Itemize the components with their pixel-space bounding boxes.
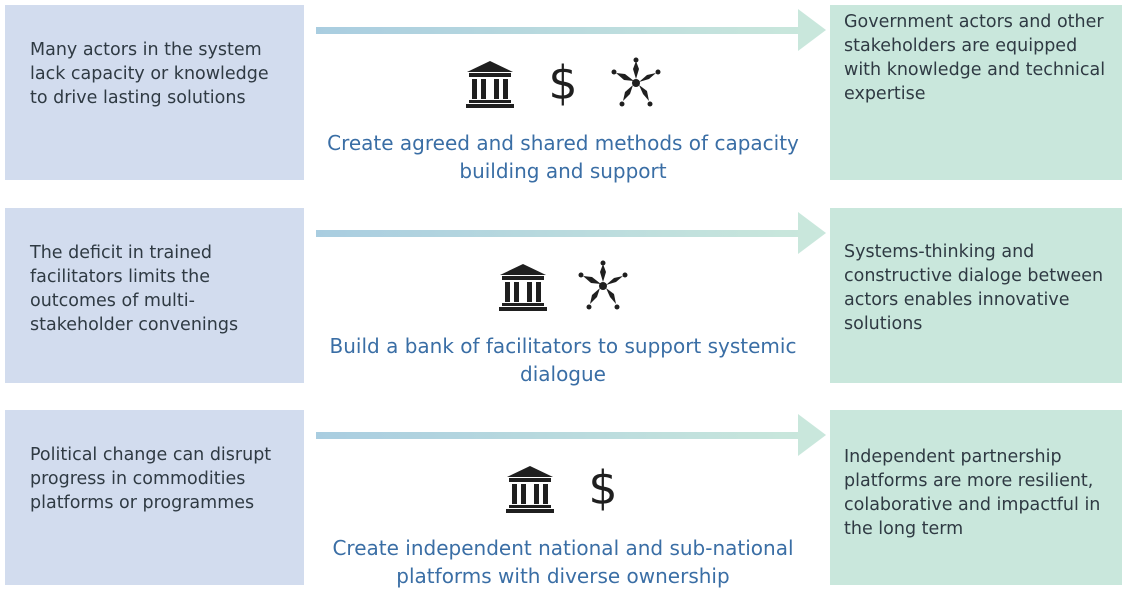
icon-group: $ — [318, 460, 808, 516]
dollar-icon: $ — [548, 56, 578, 110]
arrow-connector — [316, 212, 826, 254]
action-text: Create independent national and sub-nati… — [332, 536, 794, 588]
pathway-row-1: Many actors in the system lack capacity … — [0, 5, 1124, 183]
problem-text: The deficit in trained facilitators limi… — [30, 243, 239, 335]
institution-icon — [505, 462, 555, 514]
outcome-text: Government actors and other stakeholders… — [844, 12, 1106, 104]
problem-text: Political change can disrupt progress in… — [30, 445, 272, 513]
action-text: Build a bank of facilitators to support … — [329, 334, 797, 386]
outcome-box: Systems-thinking and constructive dialog… — [830, 208, 1122, 383]
hands-collaboration-icon — [578, 260, 628, 312]
dollar-icon: $ — [588, 461, 618, 515]
hands-collaboration-icon — [611, 57, 661, 109]
problem-text: Many actors in the system lack capacity … — [30, 40, 269, 108]
outcome-text: Independent partnership platforms are mo… — [844, 447, 1101, 539]
outcome-box: Independent partnership platforms are mo… — [830, 410, 1122, 585]
arrow-connector — [316, 9, 826, 51]
action-text: Create agreed and shared methods of capa… — [327, 131, 799, 183]
icon-group — [318, 258, 808, 314]
icon-group: $ — [318, 55, 808, 111]
pathway-row-3: Political change can disrupt progress in… — [0, 410, 1124, 588]
institution-icon — [498, 260, 548, 312]
outcome-box: Government actors and other stakeholders… — [830, 5, 1122, 180]
arrow-connector — [316, 414, 826, 456]
problem-box: Political change can disrupt progress in… — [5, 410, 304, 585]
pathway-row-2: The deficit in trained facilitators limi… — [0, 208, 1124, 386]
problem-box: Many actors in the system lack capacity … — [5, 5, 304, 180]
institution-icon — [465, 57, 515, 109]
outcome-text: Systems-thinking and constructive dialog… — [844, 242, 1104, 334]
problem-box: The deficit in trained facilitators limi… — [5, 208, 304, 383]
